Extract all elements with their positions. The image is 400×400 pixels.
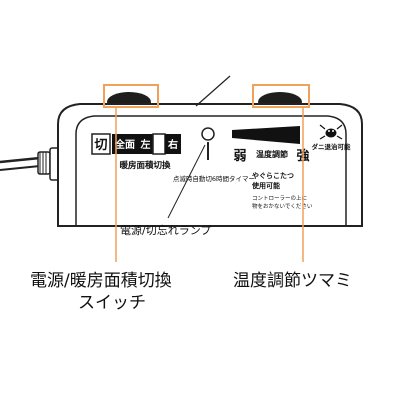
switch-callout-line1: 電源/暖房面積切換 [30,271,172,291]
kotatsu-note-line1: やぐらこたつ [252,171,294,180]
temperature-callout: 温度調節ツマミ [233,271,352,291]
pointer-line-top [195,75,231,107]
temp-dial-caption: 温度調節 [256,149,288,159]
lamp-leader-line [167,144,206,219]
controller-note-line1: コントローラーの上に [252,194,307,202]
kotatsu-note-line2: 使用可能 [251,181,280,190]
mite-icon [319,124,343,140]
area-switch-caption: 暖房面積切換 [119,160,171,171]
right-label: 右 [167,138,178,151]
weak-label: 弱 [233,148,246,164]
temperature-highlight [252,84,310,262]
power-lamp [201,127,215,141]
left-label: 左 [140,138,151,151]
switch-highlight [103,84,159,262]
power-cord [0,147,63,181]
controller-note-line2: 物をおかないでください [252,202,313,210]
mite-label: ダニ退治可能 [312,142,352,151]
off-label: 切 [94,138,107,153]
controller-body [57,103,363,227]
timer-caption: 点滅時自動切6時間タイマー [173,174,255,183]
area-switch-panel: 切 全面 左 右 暖房面積切換 [91,133,181,171]
switch-callout-line2: スイッチ [78,293,146,313]
lamp-callout: 電源/切忘れランプ [120,224,212,237]
full-label: 全面 [114,138,135,151]
